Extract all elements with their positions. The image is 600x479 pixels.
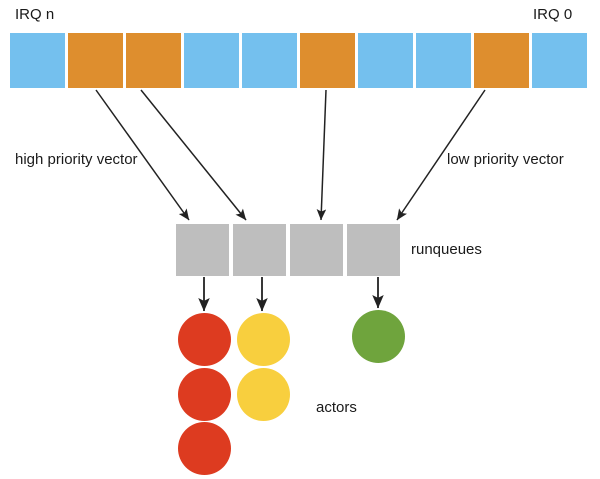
label-low-priority-vector: low priority vector bbox=[447, 151, 564, 168]
label-irq-0: IRQ 0 bbox=[533, 6, 573, 23]
irq-cell-8[interactable] bbox=[474, 33, 529, 88]
irq-cell-1[interactable] bbox=[68, 33, 123, 88]
irq-vector-row bbox=[10, 33, 587, 88]
arrow-irq2-to-runqueue1 bbox=[140, 89, 247, 221]
actor-circle-red-1[interactable] bbox=[178, 368, 231, 421]
irq-cell-0[interactable] bbox=[10, 33, 65, 88]
runqueue-cell-3[interactable] bbox=[347, 224, 400, 276]
runqueue-row bbox=[176, 224, 400, 276]
actor-circle-red-2[interactable] bbox=[178, 422, 231, 475]
irq-cell-3[interactable] bbox=[184, 33, 239, 88]
label-runqueues: runqueues bbox=[411, 241, 482, 258]
actor-circle-red-0[interactable] bbox=[178, 313, 231, 366]
actor-circle-yellow-0[interactable] bbox=[237, 313, 290, 366]
actor-circle-yellow-1[interactable] bbox=[237, 368, 290, 421]
irq-cell-4[interactable] bbox=[242, 33, 297, 88]
label-high-priority-vector: high priority vector bbox=[15, 151, 138, 168]
arrow-irq5-to-runqueue2 bbox=[316, 89, 327, 221]
actor-circle-green-0[interactable] bbox=[352, 310, 405, 363]
irq-cell-9[interactable] bbox=[532, 33, 587, 88]
irq-cell-5[interactable] bbox=[300, 33, 355, 88]
runqueue-cell-2[interactable] bbox=[290, 224, 343, 276]
irq-cell-7[interactable] bbox=[416, 33, 471, 88]
irq-cell-2[interactable] bbox=[126, 33, 181, 88]
runqueue-cell-1[interactable] bbox=[233, 224, 286, 276]
runqueue-cell-0[interactable] bbox=[176, 224, 229, 276]
irq-cell-6[interactable] bbox=[358, 33, 413, 88]
label-actors: actors bbox=[316, 399, 357, 416]
label-irq-n: IRQ n bbox=[15, 6, 55, 23]
